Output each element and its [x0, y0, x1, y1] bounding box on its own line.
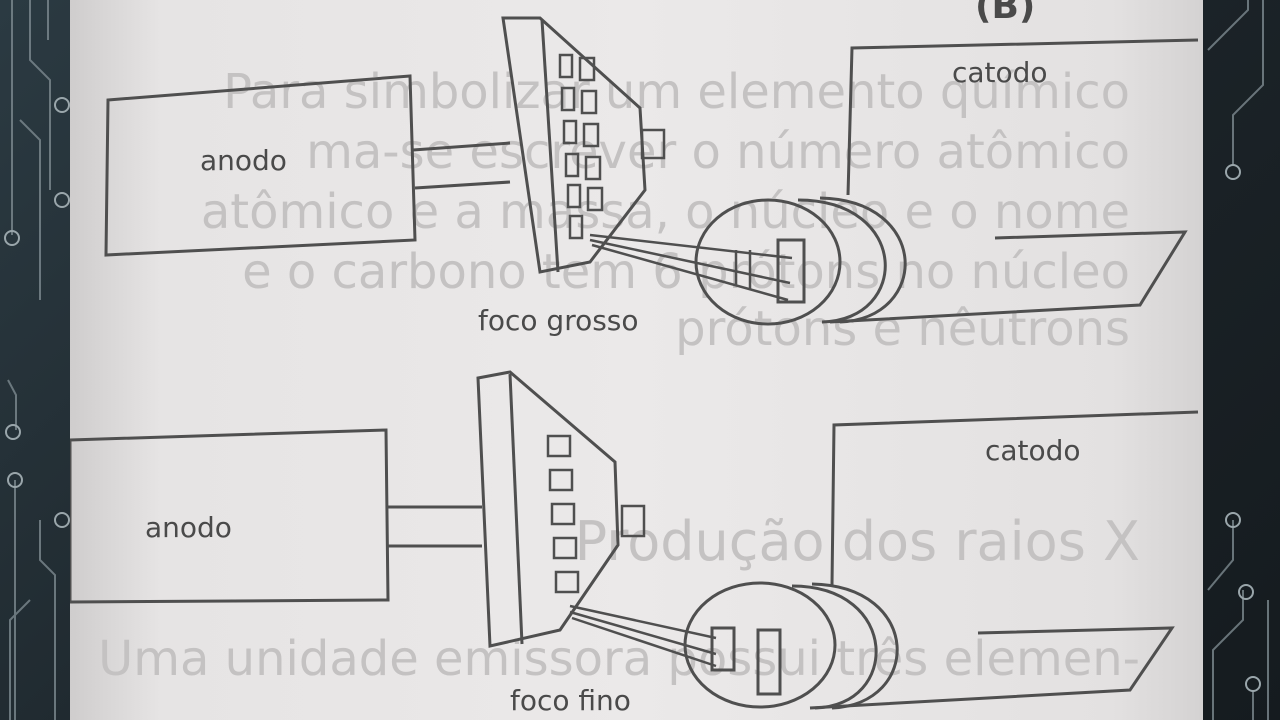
anode-target [501, 16, 647, 274]
cup-rim [797, 198, 887, 324]
ghost-heading: Produção dos raios X [575, 510, 1140, 573]
top-panel: anodo catodo [104, 16, 1199, 337]
cathode-label: catodo [952, 56, 1048, 89]
target-edge [540, 19, 560, 273]
large-filament [776, 238, 806, 304]
anode-stem [412, 141, 511, 190]
target-edge [508, 373, 524, 645]
cathode-label: catodo [985, 434, 1081, 467]
ghost-line: Para simbolizar um elemento químico [223, 64, 1130, 120]
ghost-line: Uma unidade emissora possui três elemen- [98, 631, 1140, 687]
cathode-sheet [809, 626, 1175, 710]
anode-label: anodo [145, 511, 232, 544]
electron-beam [589, 233, 793, 302]
background-text: Para simbolizar um elemento químico ma-s… [98, 64, 1140, 687]
electron-beam [569, 604, 717, 668]
cathode-sheet [829, 230, 1188, 324]
cathode-housing [830, 410, 1199, 586]
anode-block [104, 74, 417, 257]
emission-windows [546, 434, 580, 594]
anode-target [476, 370, 620, 648]
cup-rim [791, 584, 878, 710]
xray-tube-focus-diagram: Para simbolizar um elemento químico ma-s… [70, 0, 1199, 717]
cup-rim [811, 582, 899, 710]
diagram-photo: Para simbolizar um elemento químico ma-s… [70, 0, 1203, 720]
target-tab [640, 128, 666, 160]
cup-rim [819, 196, 907, 324]
circuit-decoration-right [1207, 0, 1269, 720]
bottom-panel: anodo catodo foco fino [70, 370, 1199, 717]
small-filament [710, 626, 736, 672]
ghost-line: ma-se escrever o número atômico [306, 124, 1130, 180]
large-filament [756, 628, 782, 696]
cathode-housing [846, 38, 1199, 196]
focus-label: foco grosso [478, 304, 639, 337]
emission-windows [558, 53, 604, 240]
focus-label: foco fino [510, 684, 631, 717]
ghost-line: atômico e a massa, o núcleo e o nome [201, 184, 1130, 240]
target-tab [620, 504, 646, 538]
anode-block [70, 428, 390, 604]
anode-label: anodo [200, 144, 287, 177]
circuit-decoration-left [4, 0, 70, 720]
panel-tag: (B) [975, 0, 1035, 27]
anode-stem [388, 505, 482, 548]
